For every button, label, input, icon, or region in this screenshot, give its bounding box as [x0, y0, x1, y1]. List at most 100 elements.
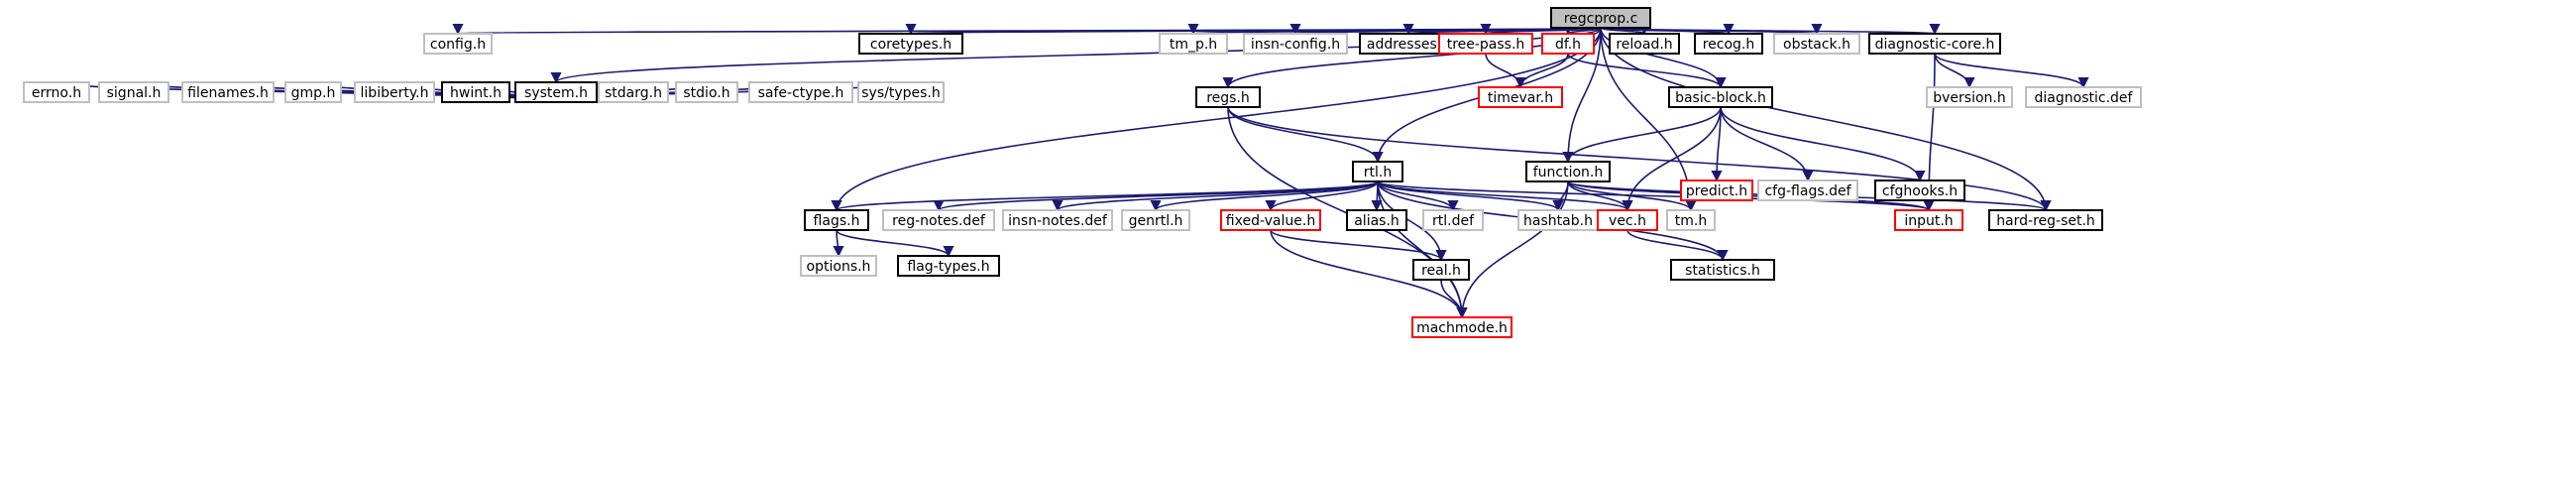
node-label-signal-h: signal.h [107, 85, 162, 101]
node-addresses-h[interactable]: addresses.h [1359, 33, 1458, 55]
edge-rtl-h-to-rtl-def [1377, 180, 1459, 212]
node-box-input-h [1894, 209, 1963, 231]
node-signal-h[interactable]: signal.h [98, 81, 169, 103]
node-diagnostic-def[interactable]: diagnostic.def [2025, 86, 2142, 108]
node-sys-types-h[interactable]: sys/types.h [857, 81, 945, 103]
node-df-h[interactable]: df.h [1541, 33, 1595, 55]
node-regcprop-c[interactable]: regcprop.c [1550, 7, 1651, 29]
node-diagnostic-core-h[interactable]: diagnostic-core.h [1868, 33, 2001, 55]
node-label-tree-pass-h: tree-pass.h [1447, 37, 1525, 53]
node-insn-notes-def[interactable]: insn-notes.def [1002, 209, 1113, 231]
edge-rtl-h-to-machmode-h [1377, 180, 1468, 319]
node-box-rtl-def [1422, 209, 1484, 231]
node-label-rtl-def: rtl.def [1432, 213, 1475, 229]
node-hard-reg-set-h[interactable]: hard-reg-set.h [1988, 209, 2103, 231]
node-box-real-h [1412, 259, 1470, 281]
node-fixed-value-h[interactable]: fixed-value.h [1220, 209, 1321, 231]
node-label-predict-h: predict.h [1686, 183, 1747, 199]
node-box-stdarg-h [598, 81, 669, 103]
node-stdarg-h[interactable]: stdarg.h [598, 81, 669, 103]
node-box-machmode-h [1411, 316, 1512, 338]
node-genrtl-h[interactable]: genrtl.h [1121, 209, 1190, 231]
node-box-flags-h [804, 209, 869, 231]
node-filenames-h[interactable]: filenames.h [181, 81, 275, 103]
node-input-h[interactable]: input.h [1894, 209, 1963, 231]
node-stdio-h[interactable]: stdio.h [675, 81, 738, 103]
node-function-h[interactable]: function.h [1525, 161, 1611, 182]
node-label-df-h: df.h [1555, 37, 1581, 53]
node-label-statistics-h: statistics.h [1685, 263, 1760, 279]
node-libiberty-h[interactable]: libiberty.h [354, 81, 435, 103]
node-box-safe-ctype-h [748, 81, 853, 103]
node-regs-h[interactable]: regs.h [1195, 86, 1261, 108]
node-real-h[interactable]: real.h [1412, 259, 1470, 281]
node-label-fixed-value-h: fixed-value.h [1226, 213, 1315, 229]
node-label-errno-h: errno.h [32, 85, 81, 101]
node-rtl-def[interactable]: rtl.def [1422, 209, 1484, 231]
node-box-statistics-h [1670, 259, 1775, 281]
node-reload-h[interactable]: reload.h [1609, 33, 1680, 55]
node-vec-h[interactable]: vec.h [1597, 209, 1658, 231]
edge-real-h-to-machmode-h [1440, 279, 1468, 319]
node-statistics-h[interactable]: statistics.h [1670, 259, 1775, 281]
edge-regs-h-to-rtl-h [1227, 106, 1384, 164]
node-hwint-h[interactable]: hwint.h [441, 81, 510, 103]
node-tree-pass-h[interactable]: tree-pass.h [1438, 33, 1533, 55]
node-flag-types-h[interactable]: flag-types.h [897, 255, 1000, 277]
node-safe-ctype-h[interactable]: safe-ctype.h [748, 81, 853, 103]
node-box-bversion-h [1926, 86, 2013, 108]
node-label-bversion-h: bversion.h [1933, 90, 2006, 106]
node-box-obstack-h [1773, 33, 1860, 55]
node-box-reload-h [1609, 33, 1680, 55]
node-label-diagnostic-core-h: diagnostic-core.h [1875, 37, 1995, 53]
node-recog-h[interactable]: recog.h [1694, 33, 1763, 55]
node-label-regs-h: regs.h [1206, 90, 1250, 106]
node-box-genrtl-h [1121, 209, 1190, 231]
edge-regcprop-c-to-function-h [1562, 27, 1602, 164]
node-cfghooks-h[interactable]: cfghooks.h [1874, 180, 1965, 201]
node-label-coretypes-h: coretypes.h [870, 37, 952, 53]
node-box-diagnostic-core-h [1868, 33, 2001, 55]
node-alias-h[interactable]: alias.h [1346, 209, 1407, 231]
node-box-predict-h [1680, 180, 1753, 201]
node-machmode-h[interactable]: machmode.h [1411, 316, 1512, 338]
node-bversion-h[interactable]: bversion.h [1926, 86, 2013, 108]
node-options-h[interactable]: options.h [800, 255, 877, 277]
node-tm-p-h[interactable]: tm_p.h [1159, 33, 1228, 55]
node-cfg-flags-def[interactable]: cfg-flags.def [1757, 180, 1858, 201]
node-config-h[interactable]: config.h [423, 33, 493, 55]
node-obstack-h[interactable]: obstack.h [1773, 33, 1860, 55]
node-label-regcprop-c: regcprop.c [1564, 11, 1638, 27]
node-timevar-h[interactable]: timevar.h [1478, 86, 1563, 108]
node-box-df-h [1541, 33, 1595, 55]
edge-basic-block-h-to-predict-h [1711, 106, 1723, 182]
node-label-safe-ctype-h: safe-ctype.h [758, 85, 844, 101]
node-label-diagnostic-def: diagnostic.def [2035, 90, 2134, 106]
node-flags-h[interactable]: flags.h [804, 209, 869, 231]
edge-rtl-h-to-genrtl-h [1150, 180, 1379, 212]
node-hashtab-h[interactable]: hashtab.h [1517, 209, 1599, 231]
node-label-machmode-h: machmode.h [1416, 320, 1508, 336]
edge-diagnostic-core-h-to-diagnostic-def [1934, 53, 2089, 89]
node-label-options-h: options.h [807, 259, 871, 275]
node-label-real-h: real.h [1421, 263, 1461, 279]
node-predict-h[interactable]: predict.h [1680, 180, 1753, 201]
node-label-timevar-h: timevar.h [1488, 90, 1553, 106]
node-tm-h[interactable]: tm.h [1666, 209, 1716, 231]
node-gmp-h[interactable]: gmp.h [284, 81, 342, 103]
edge-basic-block-h-to-cfg-flags-def [1720, 106, 1814, 182]
node-label-filenames-h: filenames.h [187, 85, 269, 101]
edges-layer [51, 22, 2089, 319]
node-basic-block-h[interactable]: basic-block.h [1668, 86, 1773, 108]
edge-rtl-h-to-vec-h [1377, 180, 1633, 212]
node-insn-config-h[interactable]: insn-config.h [1243, 33, 1348, 55]
node-reg-notes-def[interactable]: reg-notes.def [882, 209, 995, 231]
edge-rtl-h-to-hashtab-h [1377, 180, 1564, 212]
node-label-tm-p-h: tm_p.h [1170, 37, 1217, 53]
node-box-rtl-h [1352, 161, 1403, 182]
node-system-h[interactable]: system.h [514, 81, 598, 103]
node-rtl-h[interactable]: rtl.h [1352, 161, 1403, 182]
node-errno-h[interactable]: errno.h [23, 81, 90, 103]
node-coretypes-h[interactable]: coretypes.h [858, 33, 963, 55]
